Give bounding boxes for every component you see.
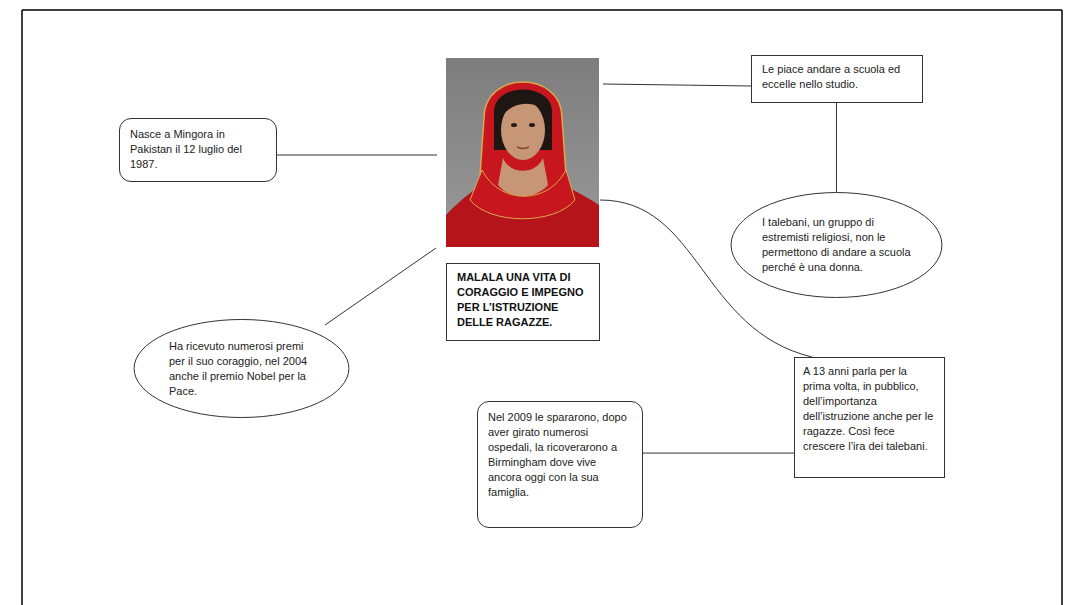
text-box: Nel 2009 le spararono, dopo aver girato …	[477, 401, 643, 528]
title-box: MALALA UNA VITA DI CORAGGIO E IMPEGNO PE…	[446, 263, 600, 341]
text-box: A 13 anni parla per la prima volta, in p…	[794, 357, 945, 478]
node-text: I talebani, un gruppo di estremisti reli…	[762, 215, 913, 275]
title-text: MALALA UNA VITA DI CORAGGIO E IMPEGNO PE…	[457, 270, 589, 330]
portrait-photo	[446, 58, 599, 247]
node-text: Ha ricevuto numerosi premi per il suo co…	[169, 339, 320, 399]
text-wrap: Nel 2009 le spararono, dopo aver girato …	[488, 410, 632, 500]
text-wrap: Ha ricevuto numerosi premi per il suo co…	[169, 339, 320, 399]
ellipse-outline	[730, 192, 943, 298]
text-wrap: A 13 anni parla per la prima volta, in p…	[803, 364, 936, 454]
leader-lines	[277, 84, 812, 357]
node-text: A 13 anni parla per la prima volta, in p…	[803, 364, 936, 454]
node-text: Le piace andare a scuola ed eccelle nell…	[762, 62, 912, 92]
connector-line	[643, 453, 794, 454]
text-box: Nasce a Mingora in Pakistan il 12 luglio…	[119, 118, 277, 182]
text-wrap: I talebani, un gruppo di estremisti reli…	[762, 215, 913, 275]
ellipse-node: I talebani, un gruppo di estremisti reli…	[730, 192, 943, 298]
ellipse-node: Ha ricevuto numerosi premi per il suo co…	[133, 319, 350, 418]
text-wrap: Nasce a Mingora in Pakistan il 12 luglio…	[130, 127, 266, 172]
node-text: Nasce a Mingora in Pakistan il 12 luglio…	[130, 127, 266, 172]
ellipse-outline	[133, 319, 350, 418]
connector-line	[836, 103, 837, 192]
text-wrap: Le piace andare a scuola ed eccelle nell…	[762, 62, 912, 92]
text-wrap: MALALA UNA VITA DI CORAGGIO E IMPEGNO PE…	[457, 270, 589, 330]
text-box: Le piace andare a scuola ed eccelle nell…	[751, 55, 923, 103]
node-text: Nel 2009 le spararono, dopo aver girato …	[488, 410, 632, 500]
page-frame	[22, 10, 1062, 605]
